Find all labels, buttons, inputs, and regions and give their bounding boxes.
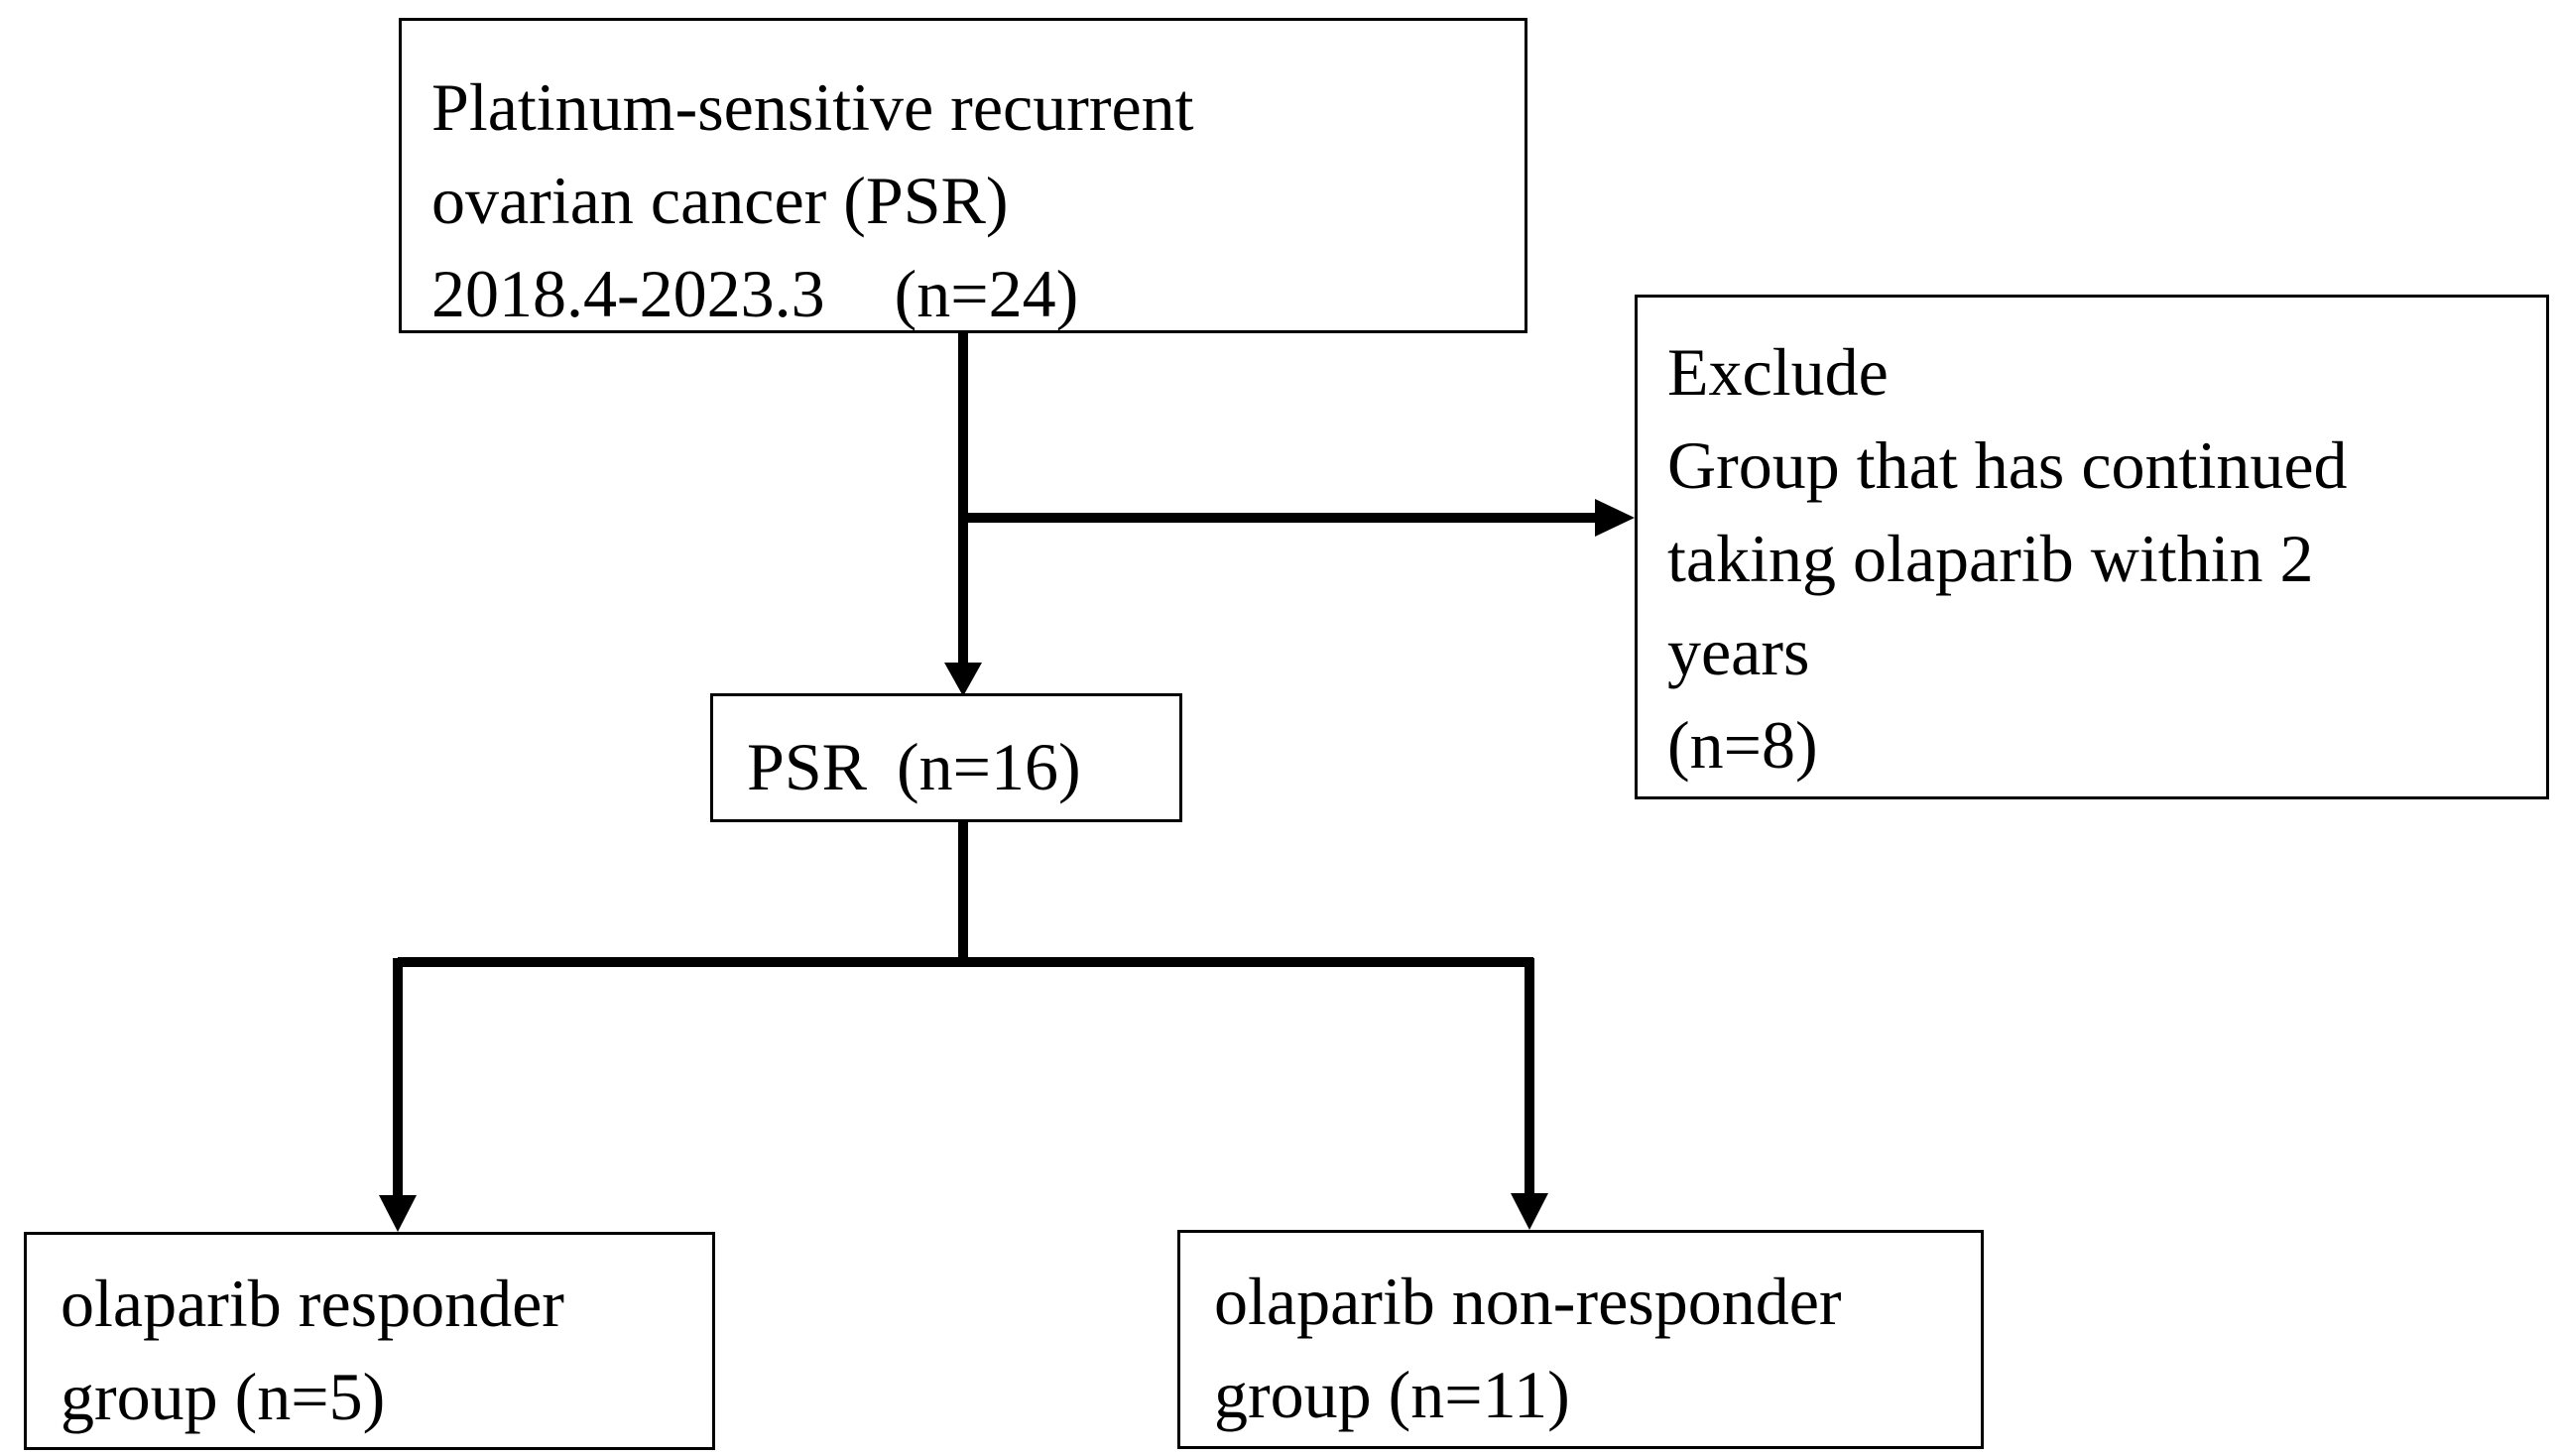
psr-count: (n=16): [897, 729, 1081, 804]
node-start: Platinum-sensitive recurrent ovarian can…: [399, 18, 1527, 333]
exclude-line4: years: [1667, 614, 1810, 689]
responder-line1: olaparib responder: [61, 1266, 564, 1341]
arrowhead-psr: [944, 663, 982, 696]
arrowhead-responder: [379, 1195, 417, 1232]
nonresponder-line1: olaparib non-responder: [1214, 1264, 1842, 1339]
start-date-range: 2018.4-2023.3: [431, 256, 825, 331]
responder-line2: group (n=5): [61, 1359, 386, 1434]
exclude-count: (n=8): [1667, 707, 1818, 783]
node-responder: olaparib responder group (n=5): [24, 1232, 715, 1450]
psr-line: PSR (n=16): [747, 720, 1179, 813]
nonresponder-line2: group (n=11): [1214, 1357, 1570, 1432]
exclude-line1: Exclude: [1667, 334, 1889, 410]
start-count: (n=24): [894, 256, 1079, 331]
node-nonresponder: olaparib non-responder group (n=11): [1177, 1230, 1984, 1449]
arrowhead-exclude: [1595, 499, 1635, 537]
start-line2: ovarian cancer (PSR): [431, 163, 1009, 238]
start-line1: Platinum-sensitive recurrent: [431, 69, 1194, 145]
arrowhead-nonresponder: [1511, 1193, 1548, 1230]
node-exclude: Exclude Group that has continued taking …: [1635, 295, 2549, 799]
exclude-line2: Group that has continued: [1667, 427, 2348, 503]
exclude-line3: taking olaparib within 2: [1667, 521, 2314, 596]
psr-label: PSR: [747, 729, 867, 804]
start-line3: 2018.4-2023.3 (n=24): [431, 247, 1525, 340]
node-psr: PSR (n=16): [710, 693, 1182, 822]
